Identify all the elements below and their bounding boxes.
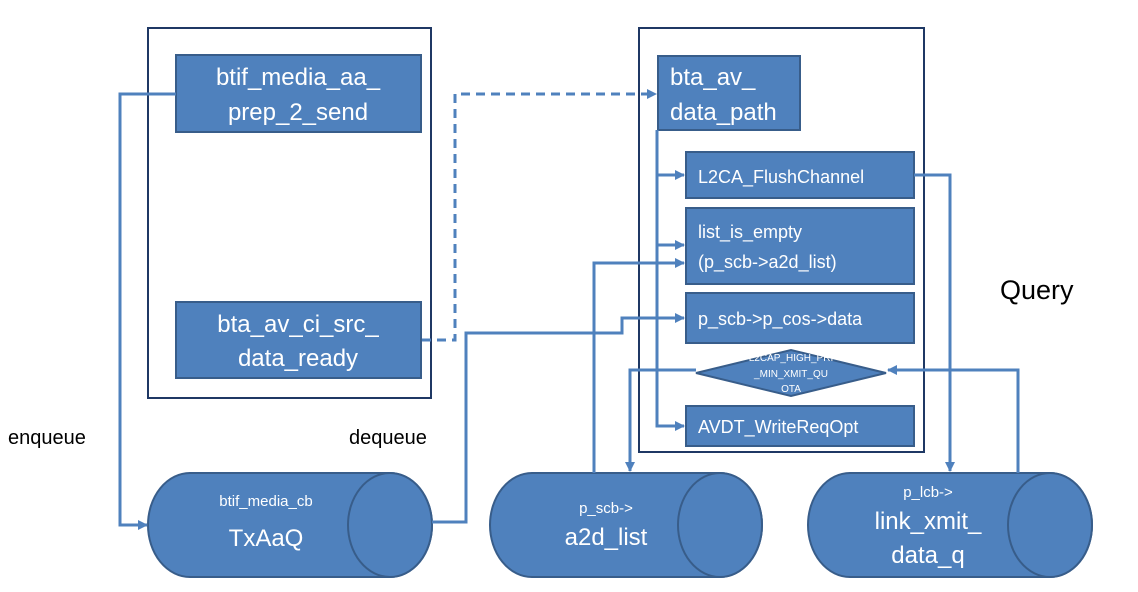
list-is-empty-label-2: (p_scb->a2d_list) [698,252,837,273]
link-xmit-owner-label: p_lcb-> [903,484,953,501]
a2d-list-queue: p_scb-> a2d_list [489,472,763,578]
quota-decision-label-2: _MIN_XMIT_QU [753,369,828,380]
quota-decision-label-3: OTA [781,384,801,395]
write-req-box: AVDT_WriteReqOpt [685,405,915,447]
quota-decision-label-1: L2CAP_HIGH_PRI [749,353,833,364]
a2d-list-owner-label: p_scb-> [579,500,633,517]
prep-2-send-label-2: prep_2_send [228,99,368,126]
a2d-list-query-arrow [592,258,685,473]
cos-data-box: p_scb->p_cos->data [685,292,915,344]
data-ready-box: bta_av_ci_src_ data_ready [175,301,422,379]
left-group-frame [147,27,432,399]
call-trunk-line [655,130,685,431]
txaaq-queue: btif_media_cb TxAaQ [147,472,433,578]
right-group-frame [638,27,925,453]
cos-data-label: p_scb->p_cos->data [698,309,863,330]
query-label: Query [1000,275,1074,305]
data-path-label-2: data_path [670,99,777,126]
data-ready-label-2: data_ready [238,345,358,372]
link-xmit-queue: p_lcb-> link_xmit_ data_q [807,472,1093,578]
dequeue-arrow [432,313,685,524]
prep-2-send-box: btif_media_aa_ prep_2_send [175,54,422,133]
enqueue-arrow [118,92,176,530]
link-xmit-name-label-1: link_xmit_ [875,508,982,535]
prep-2-send-label-1: btif_media_aa_ [216,64,381,91]
write-req-label: AVDT_WriteReqOpt [698,417,858,438]
txaaq-owner-label: btif_media_cb [219,493,312,510]
data-ready-label-1: bta_av_ci_src_ [217,311,379,338]
list-is-empty-label-1: list_is_empty [698,222,802,243]
data-path-box: bta_av_ data_path [657,55,801,131]
data-path-label-1: bta_av_ [670,64,756,91]
txaaq-name-label: TxAaQ [229,525,304,552]
link-xmit-name-label-2: data_q [891,542,964,569]
enqueue-label: enqueue [8,427,86,449]
list-is-empty-box: list_is_empty (p_scb->a2d_list) [685,207,915,285]
flush-to-link-xmit-arrow [914,173,955,472]
flush-channel-box: L2CA_FlushChannel [685,151,915,199]
signal-dashed-arrow [422,89,657,342]
dequeue-label: dequeue [349,427,427,449]
a2d-list-name-label: a2d_list [565,524,648,551]
link-xmit-query-arrow [887,365,1020,473]
quota-to-a2d-list-arrow [625,368,696,472]
quota-decision-diamond: L2CAP_HIGH_PRI _MIN_XMIT_QU OTA [695,348,887,398]
flush-channel-label: L2CA_FlushChannel [698,167,864,188]
